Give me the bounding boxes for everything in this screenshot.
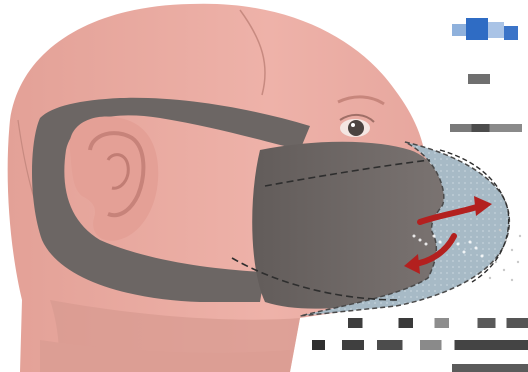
pixelated-brand-block <box>448 14 520 48</box>
pixelated-text-block <box>452 364 528 372</box>
pixelated-text-block <box>450 124 522 132</box>
pixelated-text-block <box>348 318 528 328</box>
pixelated-text-block <box>468 74 490 84</box>
mask-body <box>252 142 444 309</box>
pixelated-text-block <box>312 340 528 350</box>
